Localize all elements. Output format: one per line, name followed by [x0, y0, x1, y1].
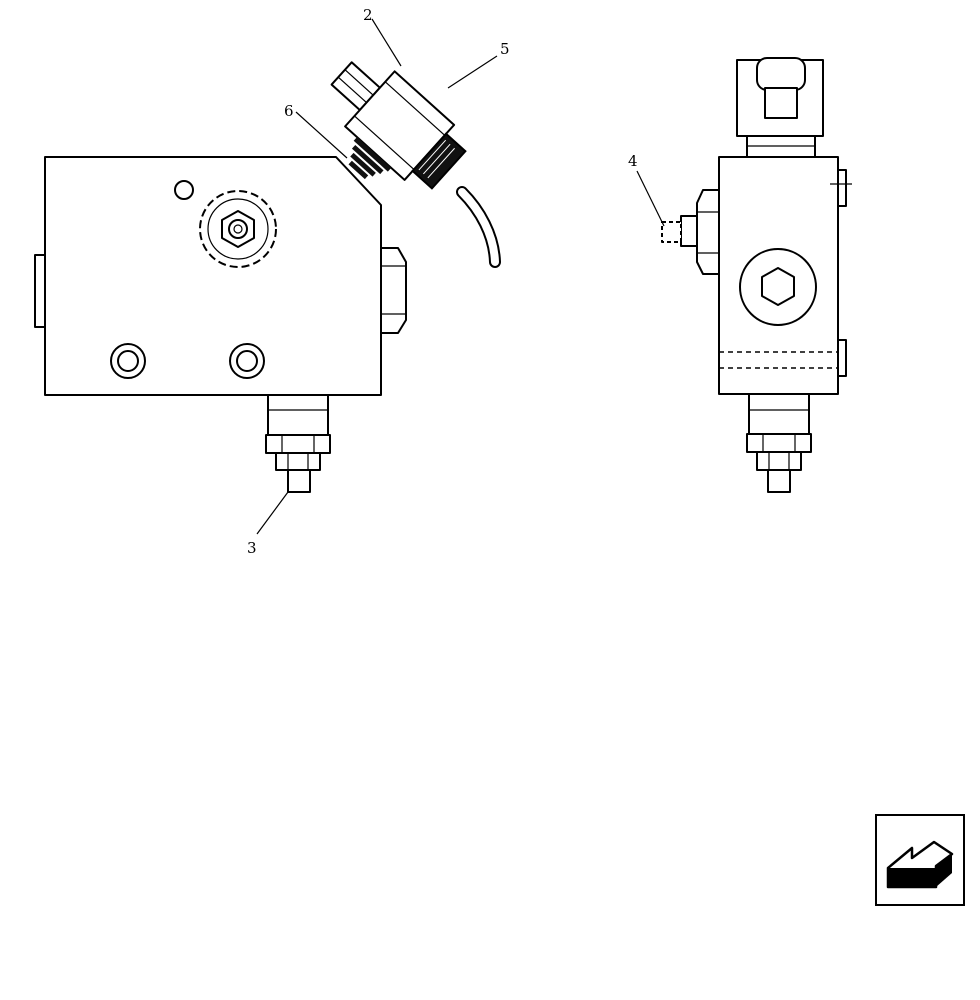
side-hex-nut — [380, 247, 407, 334]
end-view-bottom-fitting — [746, 393, 812, 493]
side-plug-top — [837, 169, 847, 207]
callout-5: 5 — [500, 40, 510, 58]
cable-boot — [348, 137, 392, 180]
adjuster-nut — [199, 190, 277, 268]
side-fitting — [661, 189, 720, 275]
valve-block-end-view — [661, 57, 852, 493]
center-port-hex — [761, 267, 795, 306]
switch-cap — [411, 132, 467, 190]
port-ring-left — [110, 343, 146, 379]
port-hole-top — [174, 180, 194, 200]
callout-2: 2 — [363, 6, 373, 24]
bottom-fitting — [265, 394, 331, 493]
leader-lines — [256, 18, 665, 535]
port-ring-right — [229, 343, 265, 379]
side-plug-bottom — [837, 339, 847, 377]
callout-3: 3 — [247, 539, 257, 557]
valve-block-body — [44, 156, 382, 396]
switch-end-view — [736, 57, 824, 159]
callout-6: 6 — [284, 102, 294, 120]
pressure-switch — [330, 61, 501, 268]
valve-block-side-view — [34, 156, 407, 493]
callout-4: 4 — [628, 152, 638, 170]
back-arrow-icon[interactable] — [875, 814, 965, 906]
